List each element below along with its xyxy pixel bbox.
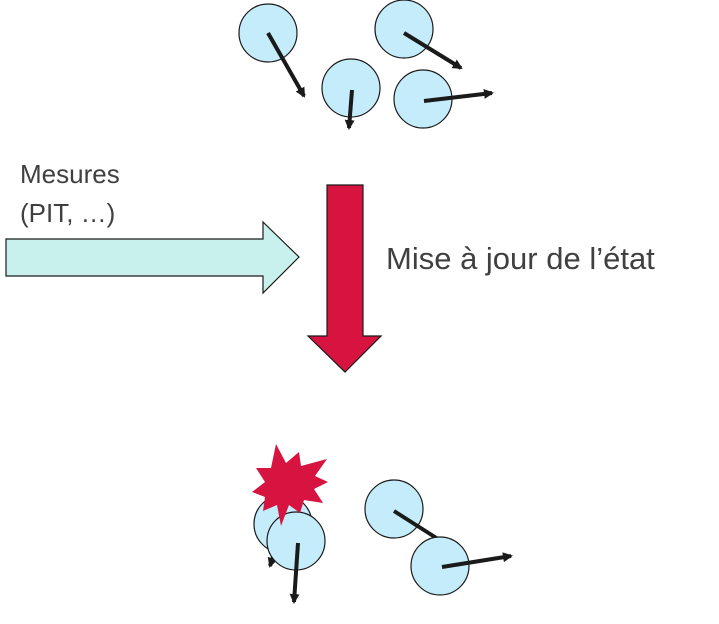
particle [393, 69, 494, 129]
velocity-arrow [441, 552, 513, 569]
update-arrow [306, 184, 383, 373]
particle [374, 0, 463, 70]
particle [364, 479, 451, 548]
velocity-arrow [266, 32, 306, 98]
particle [266, 511, 326, 604]
measurement-arrow [5, 220, 300, 295]
velocity-arrow [344, 89, 355, 130]
velocity-arrow [402, 31, 463, 70]
initial-state [238, 0, 494, 130]
velocity-arrow [289, 542, 300, 604]
particle [410, 536, 513, 596]
measurements-sublabel: (PIT, …) [20, 198, 116, 228]
state-update-label: Mise à jour de l’état [386, 241, 655, 276]
particle [321, 58, 381, 130]
measurements-label: Mesures [20, 159, 120, 189]
velocity-arrow [423, 88, 494, 103]
collision-burst-icon [252, 444, 328, 526]
particle [238, 3, 306, 98]
updated-state [252, 444, 513, 604]
